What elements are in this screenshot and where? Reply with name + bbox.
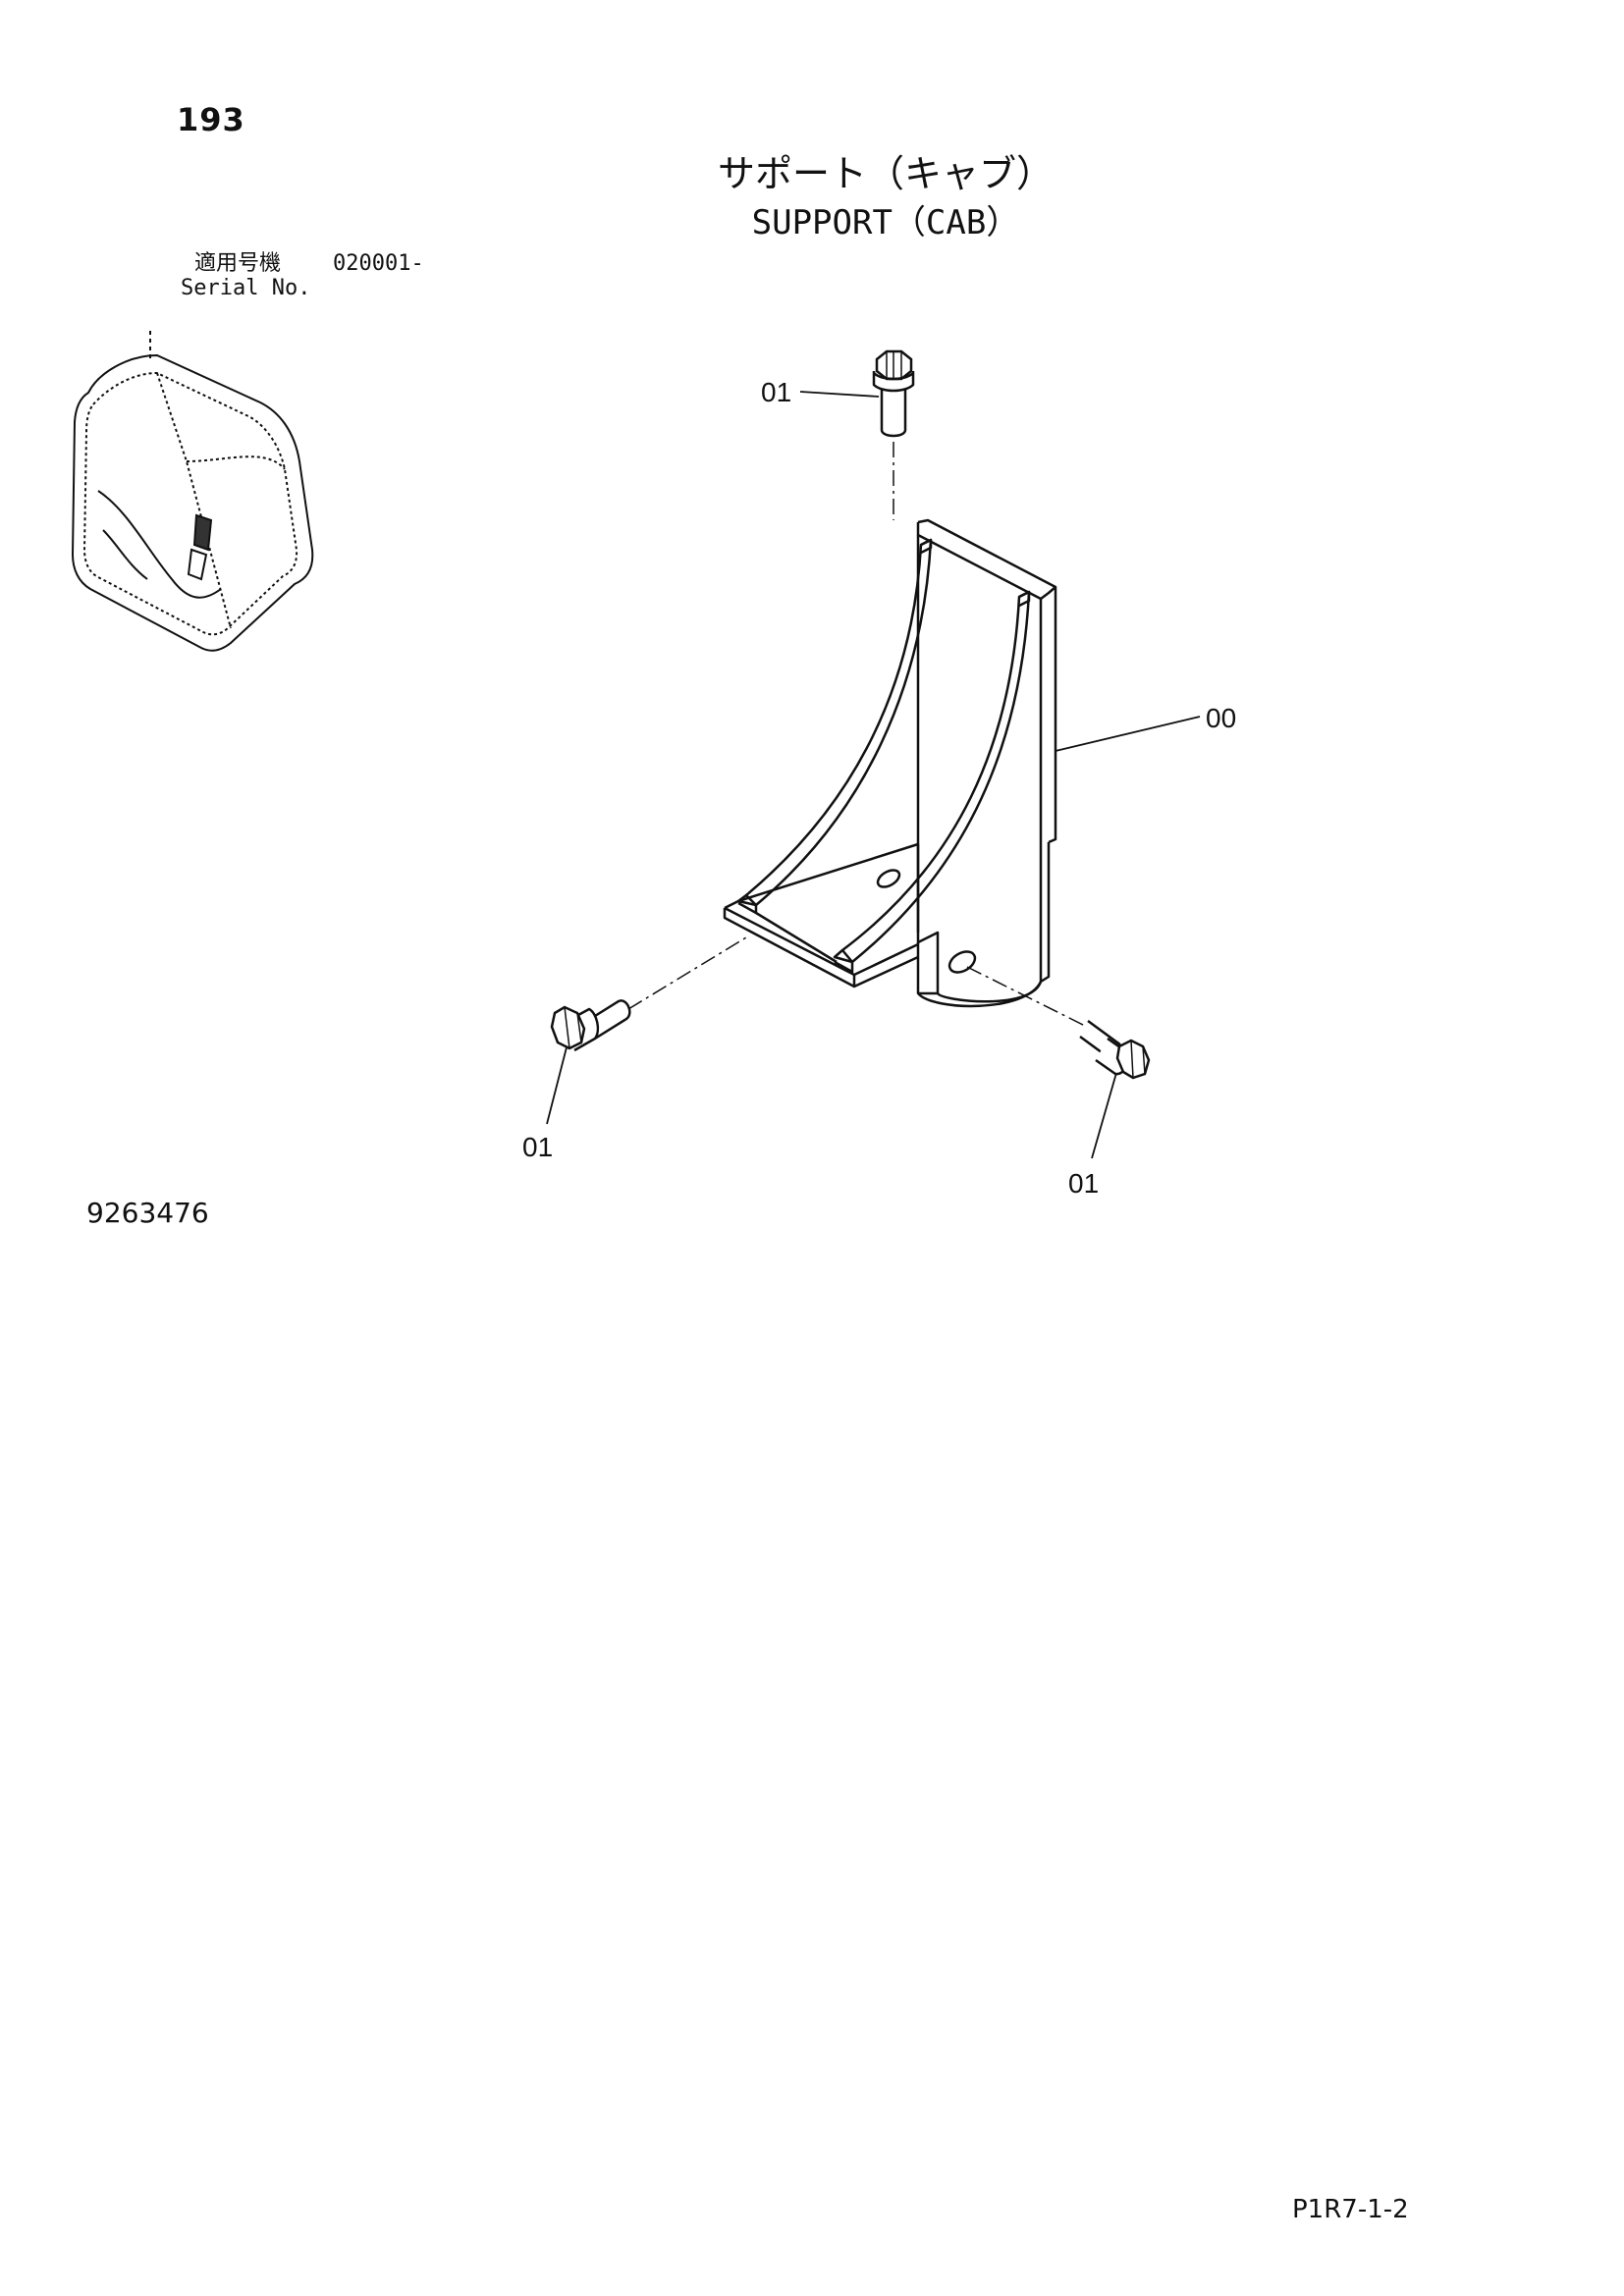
callout-top: 01 <box>761 377 791 407</box>
page-title-japanese: サポート（キャブ） <box>717 152 1054 195</box>
serial-label-japanese: 適用号機 <box>194 251 282 276</box>
page-code: P1R7-1-2 <box>1292 2195 1409 2224</box>
bolt-left <box>550 999 631 1052</box>
drawing-number: 9263476 <box>86 1197 209 1229</box>
serial-number-value: 020001- <box>333 251 424 276</box>
bolt-right <box>1079 1019 1151 1080</box>
page-number: 193 <box>177 101 245 138</box>
leader-lines <box>546 391 1201 1159</box>
callout-left: 01 <box>522 1132 553 1162</box>
callout-right: 00 <box>1206 703 1236 733</box>
serial-label-english: Serial No. <box>181 276 311 300</box>
cab-locator-thumbnail <box>71 331 314 652</box>
support-bracket <box>723 518 1057 1008</box>
page-title-english: SUPPORT（CAB） <box>751 203 1020 242</box>
bolt-top <box>872 349 915 438</box>
assembly-centerlines <box>627 442 1086 1027</box>
callout-bottom-right: 01 <box>1068 1168 1099 1199</box>
